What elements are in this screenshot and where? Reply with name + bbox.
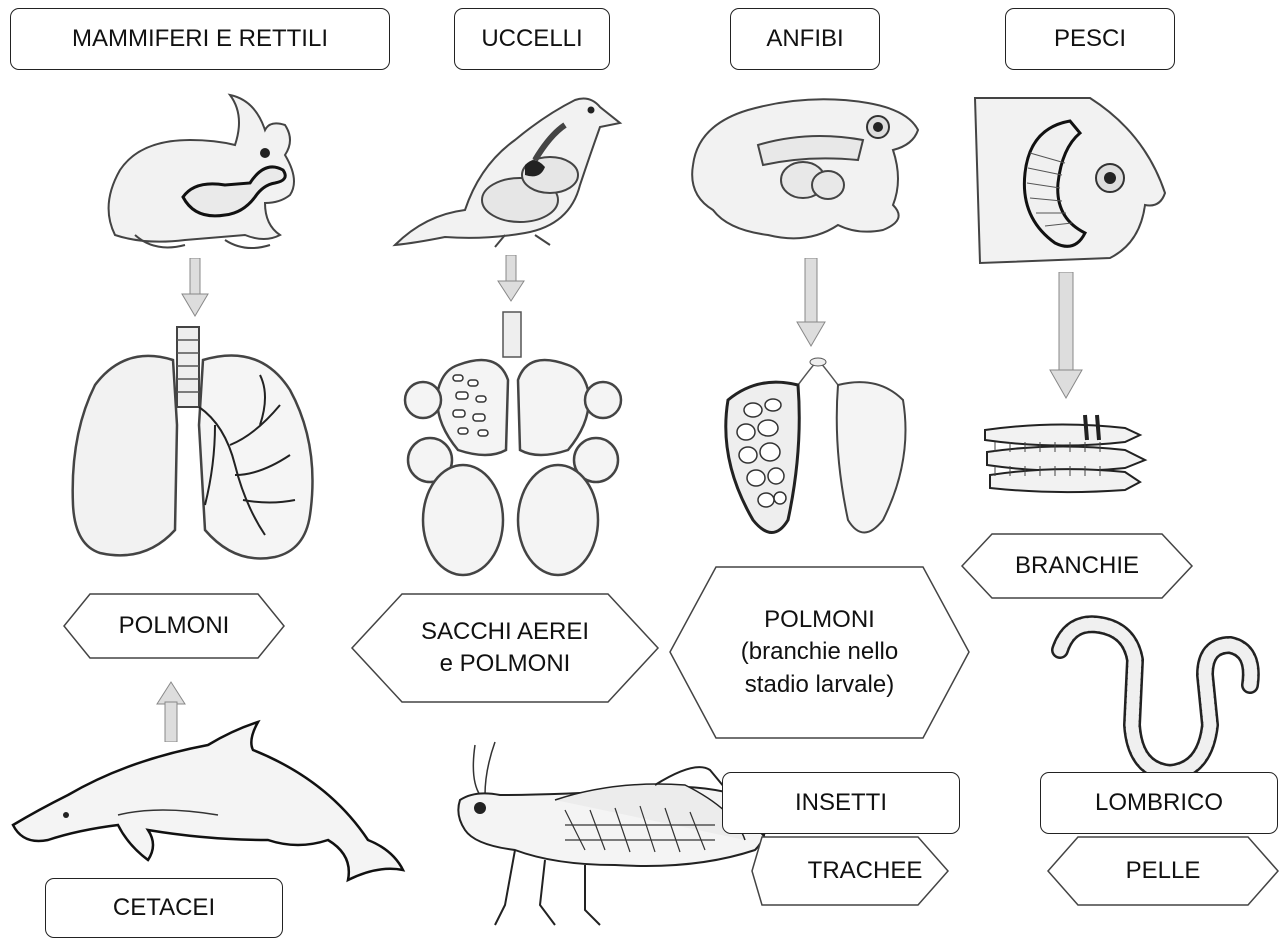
frog-lungs-illustration <box>718 350 918 550</box>
label-cetaceans: CETACEI <box>45 878 283 938</box>
earthworm-illustration <box>1040 615 1270 785</box>
arrow-down-birds <box>496 255 526 305</box>
mammal-lungs-illustration <box>65 325 325 570</box>
organ-label-amphibians-text: POLMONI (branchie nello stadio larvale) <box>668 565 971 740</box>
organ-label-insects-text: TRACHEE <box>750 835 950 907</box>
header-amphibians: ANFIBI <box>730 8 880 70</box>
organ-label-mammals: POLMONI <box>62 592 286 660</box>
organ-label-fish-text: BRANCHIE <box>960 532 1194 600</box>
organ-label-fish: BRANCHIE <box>960 532 1194 600</box>
arrow-down-mammals <box>180 258 210 320</box>
header-mammals: MAMMIFERI E RETTILI <box>10 8 390 70</box>
organ-label-birds: SACCHI AEREI e POLMONI <box>350 592 660 704</box>
arrow-down-fish <box>1048 272 1084 402</box>
header-fish: PESCI <box>1005 8 1175 70</box>
organ-label-birds-text: SACCHI AEREI e POLMONI <box>350 592 660 704</box>
fish-head-illustration <box>970 93 1170 268</box>
frog-illustration <box>688 85 923 250</box>
organ-label-worm: PELLE <box>1046 835 1280 907</box>
label-insects: INSETTI <box>722 772 960 834</box>
grasshopper-illustration <box>455 740 785 935</box>
organ-label-insects: TRACHEE <box>750 835 950 907</box>
organ-label-amphibians: POLMONI (branchie nello stadio larvale) <box>668 565 971 740</box>
label-worm: LOMBRICO <box>1040 772 1278 834</box>
gills-illustration <box>975 410 1150 495</box>
rabbit-illustration <box>95 85 310 255</box>
header-birds: UCCELLI <box>454 8 610 70</box>
bird-airsacs-illustration <box>398 310 633 580</box>
dove-illustration <box>385 85 630 250</box>
organ-label-worm-text: PELLE <box>1046 835 1280 907</box>
arrow-down-amphibians <box>795 258 827 350</box>
organ-label-mammals-text: POLMONI <box>62 592 286 660</box>
